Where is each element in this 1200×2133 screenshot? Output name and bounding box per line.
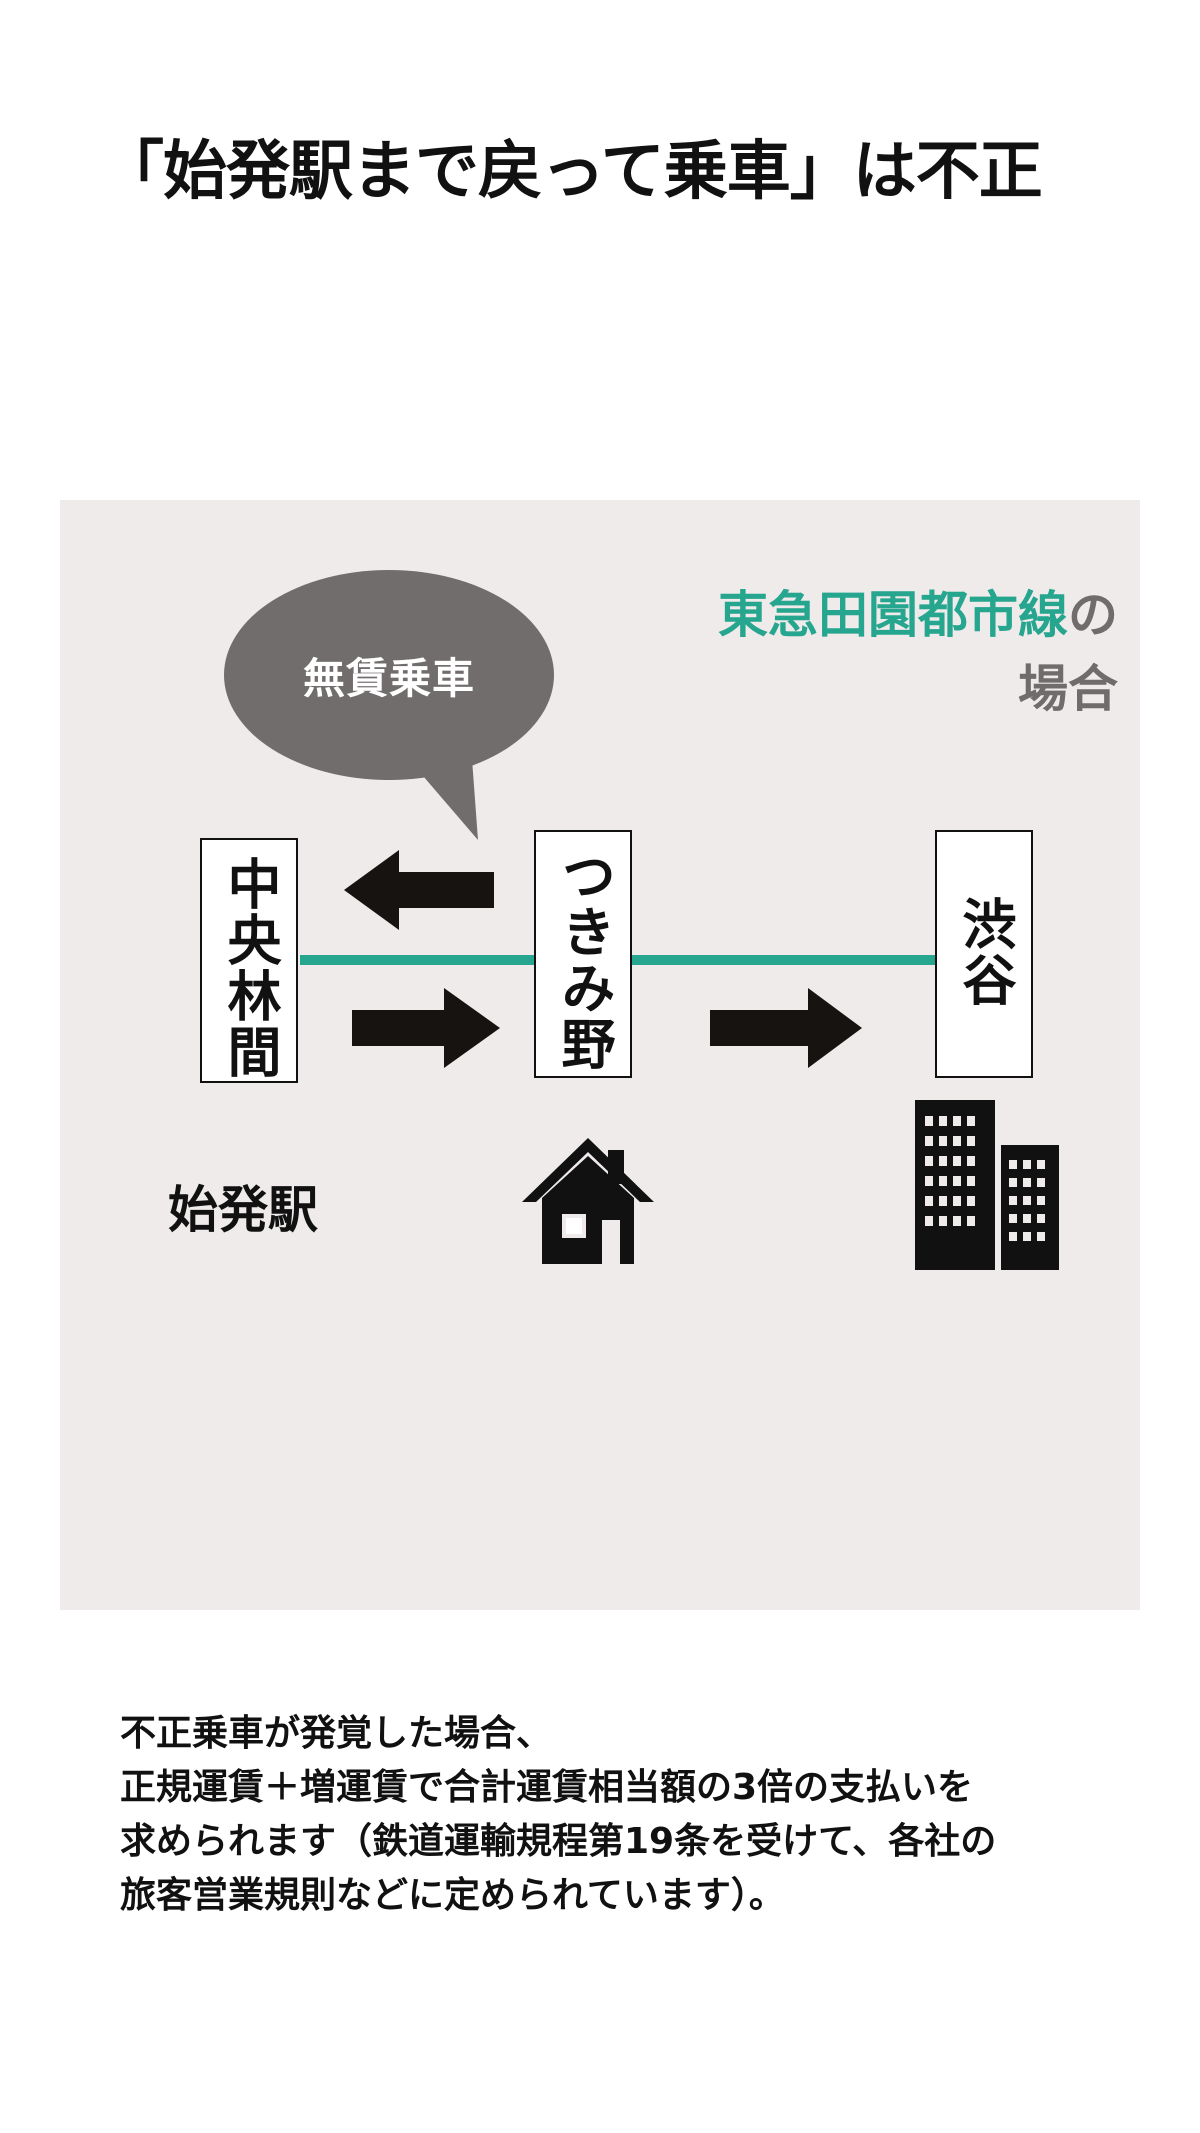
rail-line bbox=[300, 955, 1000, 965]
route-diagram: 東急田園都市線の 場合 無賃乗車 中央林間 つきみ野 渋谷 始発駅 bbox=[60, 500, 1140, 1610]
station-name: 中央林間 bbox=[218, 856, 281, 1080]
arrow-right-icon bbox=[710, 988, 862, 1068]
station-name: つきみ野 bbox=[552, 848, 615, 1072]
origin-station-label: 始発駅 bbox=[168, 1181, 318, 1239]
line-label: 東急田園都市線の 場合 bbox=[718, 578, 1118, 726]
station-tsukimino: つきみ野 bbox=[534, 830, 632, 1078]
arrow-right-icon bbox=[352, 988, 500, 1068]
line-name: 東急田園都市線 bbox=[718, 586, 1068, 644]
explanation-text: 不正乗車が発覚した場合、 正規運賃＋増運賃で合計運賃相当額の3倍の支払いを 求め… bbox=[120, 1713, 997, 1916]
line-label-suffix: の bbox=[1068, 586, 1118, 644]
arrow-left-icon bbox=[344, 850, 494, 930]
station-shibuya: 渋谷 bbox=[935, 830, 1033, 1078]
page-title: 「始発駅まで戻って乗車」は不正 bbox=[100, 135, 1043, 209]
office-building-icon bbox=[915, 1100, 1059, 1270]
line-label-case: 場合 bbox=[1018, 660, 1118, 718]
station-name: 渋谷 bbox=[953, 896, 1016, 1008]
house-icon bbox=[522, 1138, 654, 1264]
station-chuo-rinkan: 中央林間 bbox=[200, 838, 298, 1083]
speech-bubble: 無賃乗車 bbox=[224, 570, 554, 780]
